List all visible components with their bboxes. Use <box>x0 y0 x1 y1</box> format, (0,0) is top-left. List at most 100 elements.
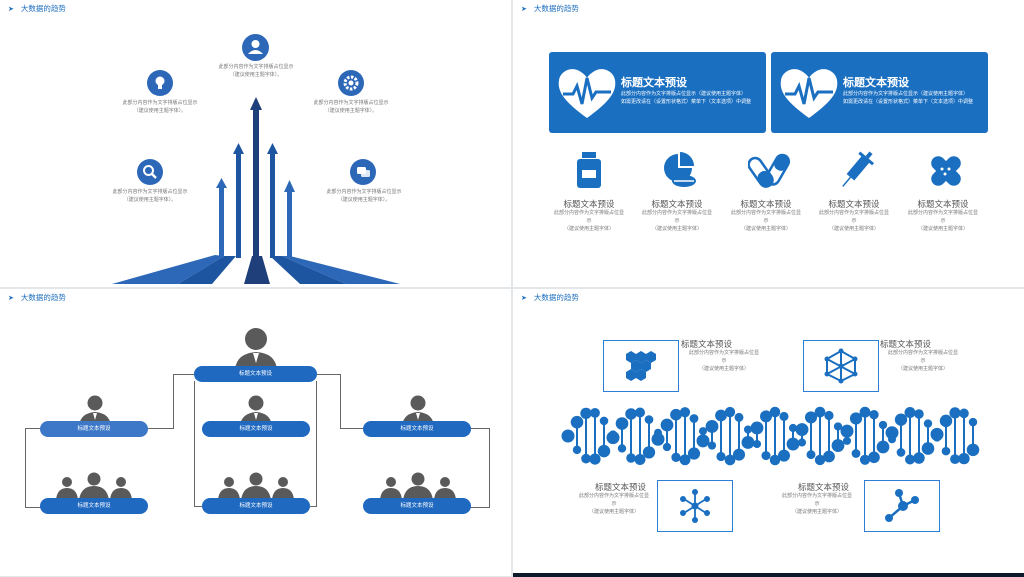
slide-1-thumbnail[interactable]: ➤大数据的趋势 此部分内容作为文字排版占位显示（建议使用主题字体）。 此部分内容… <box>0 0 511 287</box>
dna-node <box>626 453 636 463</box>
next-slide-thumbnail-edge[interactable] <box>513 573 1024 577</box>
dna-node <box>724 454 736 466</box>
dna-node <box>958 452 970 465</box>
item-title: 标题文本预设 <box>880 340 932 350</box>
callout-box <box>864 480 940 532</box>
dna-node <box>779 411 789 421</box>
text-block-right-lower: 此部分内容作为文字排版占位显示（建议使用主题字体）。 <box>326 189 402 203</box>
search-icon <box>137 159 163 185</box>
heart-pulse-icon <box>780 69 838 118</box>
syringe-icon <box>842 151 875 187</box>
dna-node <box>840 424 854 438</box>
dna-node <box>966 443 980 457</box>
dna-node <box>949 407 961 419</box>
dna-node <box>769 454 781 466</box>
blue-card-left: 标题文本预设 此部分内容作为文字排版占位显示（建议使用主题字体）如需更改请在（设… <box>549 52 766 133</box>
org-box-bot-left: 标题文本预设 <box>40 498 148 514</box>
item-desc: 此部分内容作为文字排版占位显示（建议使用主题字体） <box>907 210 978 232</box>
dna-node <box>653 428 663 437</box>
dna-node <box>842 436 852 445</box>
dna-node <box>617 444 627 453</box>
bandage-icon <box>931 156 961 186</box>
item-title: 标题文本预设 <box>651 200 703 210</box>
item-title: 标题文本预设 <box>917 200 969 210</box>
connector-line <box>316 374 340 375</box>
slide-2-thumbnail[interactable]: ➤大数据的趋势 标题文本预设 此部分内容作为文字排版占位显示（建议使用主题字体）… <box>513 0 1024 287</box>
dna-node <box>589 453 601 465</box>
dna-node <box>788 423 798 433</box>
dna-node <box>939 414 953 428</box>
dna-node <box>660 418 674 432</box>
rising-arrows-graphic <box>112 97 400 284</box>
item-desc: 此部分内容作为文字排版占位显示（建议使用主题字体） <box>578 493 649 515</box>
item-desc: 此部分内容作为文字排版占位显示（建议使用主题字体） <box>818 210 889 232</box>
org-box-top: 标题文本预设 <box>194 366 317 382</box>
card-title: 标题文本预设 <box>621 76 687 89</box>
dna-node <box>869 410 879 420</box>
slide-header-text: 大数据的趋势 <box>20 4 66 13</box>
slide-header: ➤大数据的趋势 <box>521 292 579 303</box>
group-icon <box>218 472 294 500</box>
card-description: 此部分内容作为文字排版占位显示（建议使用主题字体）如需更改请在（设置形状格式）菜… <box>843 91 974 105</box>
bulb-icon <box>147 70 173 96</box>
item-desc: 此部分内容作为文字排版占位显示（建议使用主题字体） <box>887 350 958 372</box>
item-desc: 此部分内容作为文字排版占位显示（建议使用主题字体） <box>641 210 712 232</box>
dna-node <box>823 450 835 463</box>
dna-node <box>572 445 582 455</box>
item-desc: 此部分内容作为文字排版占位显示（建议使用主题字体） <box>781 493 852 515</box>
dna-node <box>914 409 924 419</box>
connector-line <box>148 428 174 429</box>
item-title: 标题文本预设 <box>563 200 615 210</box>
arrow-right-icon: ➤ <box>521 294 527 302</box>
dna-node <box>752 439 762 449</box>
hexagon-cluster-icon <box>626 351 656 381</box>
dna-node <box>950 454 960 465</box>
item-title: 标题文本预设 <box>681 340 733 350</box>
connector-line <box>470 428 490 508</box>
slide-3-thumbnail[interactable]: ➤大数据的趋势 标题文本预设 标题文本预设 标题文本预设 标题文本预设 标 <box>0 289 511 576</box>
dna-node <box>814 454 826 466</box>
item-title: 标题文本预设 <box>798 483 850 493</box>
molecule-icon <box>680 489 710 523</box>
text-block-top: 此部分内容作为文字排版占位显示（建议使用主题字体）。 <box>218 64 294 78</box>
group-icon <box>56 472 132 500</box>
dna-node <box>786 437 800 451</box>
dna-node <box>689 414 699 423</box>
dna-node <box>570 415 584 429</box>
text-block-left-upper: 此部分内容作为文字排版占位显示（建议使用主题字体）。 <box>122 100 198 114</box>
dna-node <box>797 438 807 447</box>
dna-node <box>806 450 816 460</box>
slide-header: ➤大数据的趋势 <box>521 3 579 14</box>
dna-node <box>715 409 727 422</box>
dna-node <box>760 410 772 423</box>
connector-line <box>316 381 317 428</box>
dna-node <box>885 426 899 440</box>
slide-4-thumbnail[interactable]: ➤大数据的趋势 标题文本预设 此部分内容作为文字排版占位显示（建议使用主题字体） <box>513 289 1024 576</box>
dna-node <box>932 433 942 442</box>
connector-line <box>194 381 195 428</box>
person-icon <box>235 328 277 369</box>
dna-node <box>921 442 935 455</box>
dna-node <box>635 407 645 418</box>
dna-node <box>687 447 701 460</box>
item-desc: 此部分内容作为文字排版占位显示（建议使用主题字体） <box>688 350 759 372</box>
card-title: 标题文本预设 <box>843 76 909 89</box>
text-block-right-upper: 此部分内容作为文字排版占位显示（建议使用主题字体）。 <box>313 100 389 114</box>
capsule-icon <box>748 153 790 188</box>
dna-node <box>923 419 933 428</box>
connector-line <box>194 428 203 507</box>
dna-node <box>679 407 691 418</box>
dna-node <box>833 422 843 431</box>
dna-node <box>597 444 611 458</box>
dna-node <box>769 406 781 418</box>
dna-node <box>804 411 818 424</box>
dna-node <box>849 412 863 425</box>
dna-node <box>968 417 978 427</box>
item-title: 标题文本预设 <box>595 483 647 493</box>
dna-node <box>859 454 871 465</box>
dna-node <box>941 446 951 456</box>
card-description: 此部分内容作为文字排版占位显示（建议使用主题字体）如需更改请在（设置形状格式）菜… <box>621 91 752 105</box>
dna-node <box>707 441 717 450</box>
org-box-mid-left: 标题文本预设 <box>40 421 148 437</box>
connector-line <box>340 428 364 429</box>
